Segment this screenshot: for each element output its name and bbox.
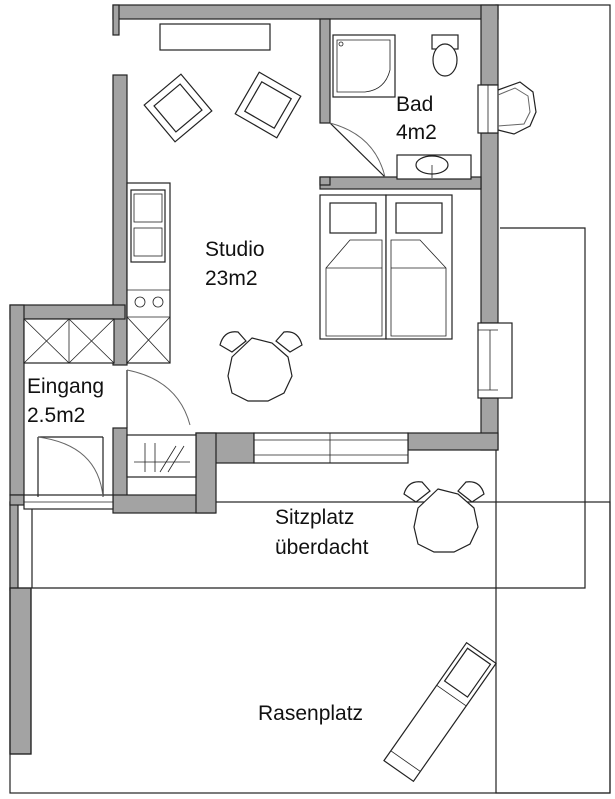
- sink-icon: [130, 189, 166, 263]
- kitchen: [126, 182, 171, 364]
- garden-left-wall: [9, 501, 32, 755]
- stove-icon: [127, 289, 170, 318]
- armchair-icon: [234, 71, 302, 139]
- bed-icon: [319, 194, 387, 340]
- rasenplatz-label: Rasenplatz: [258, 702, 363, 725]
- outdoor-outline: [9, 4, 611, 794]
- armchair-icon: [143, 73, 213, 143]
- shelf: [159, 23, 271, 51]
- bad-area-label: 4m2: [396, 121, 437, 144]
- sitzplatz-label: Sitzplatz: [275, 506, 354, 529]
- walls: [9, 4, 499, 514]
- toilet-icon: [431, 34, 459, 77]
- window-icon: [23, 81, 537, 510]
- radiator: [126, 434, 197, 478]
- door-swing-icon: [37, 122, 386, 498]
- dining-table-icon: [219, 331, 303, 402]
- sun-lounger-icon: [383, 641, 497, 783]
- studio-name-label: Studio: [205, 238, 265, 261]
- bad-name-label: Bad: [396, 93, 433, 116]
- eingang-name-label: Eingang: [27, 375, 104, 398]
- eingang-area-label: 2.5m2: [27, 404, 85, 427]
- wardrobe: [23, 318, 115, 364]
- dining-table-icon: [403, 481, 485, 553]
- shower-icon: [332, 34, 396, 98]
- studio-area-label: 23m2: [205, 267, 258, 290]
- bed-icon: [385, 194, 453, 340]
- sitzplatz-sub-label: überdacht: [275, 536, 369, 559]
- sink-icon: [396, 154, 472, 180]
